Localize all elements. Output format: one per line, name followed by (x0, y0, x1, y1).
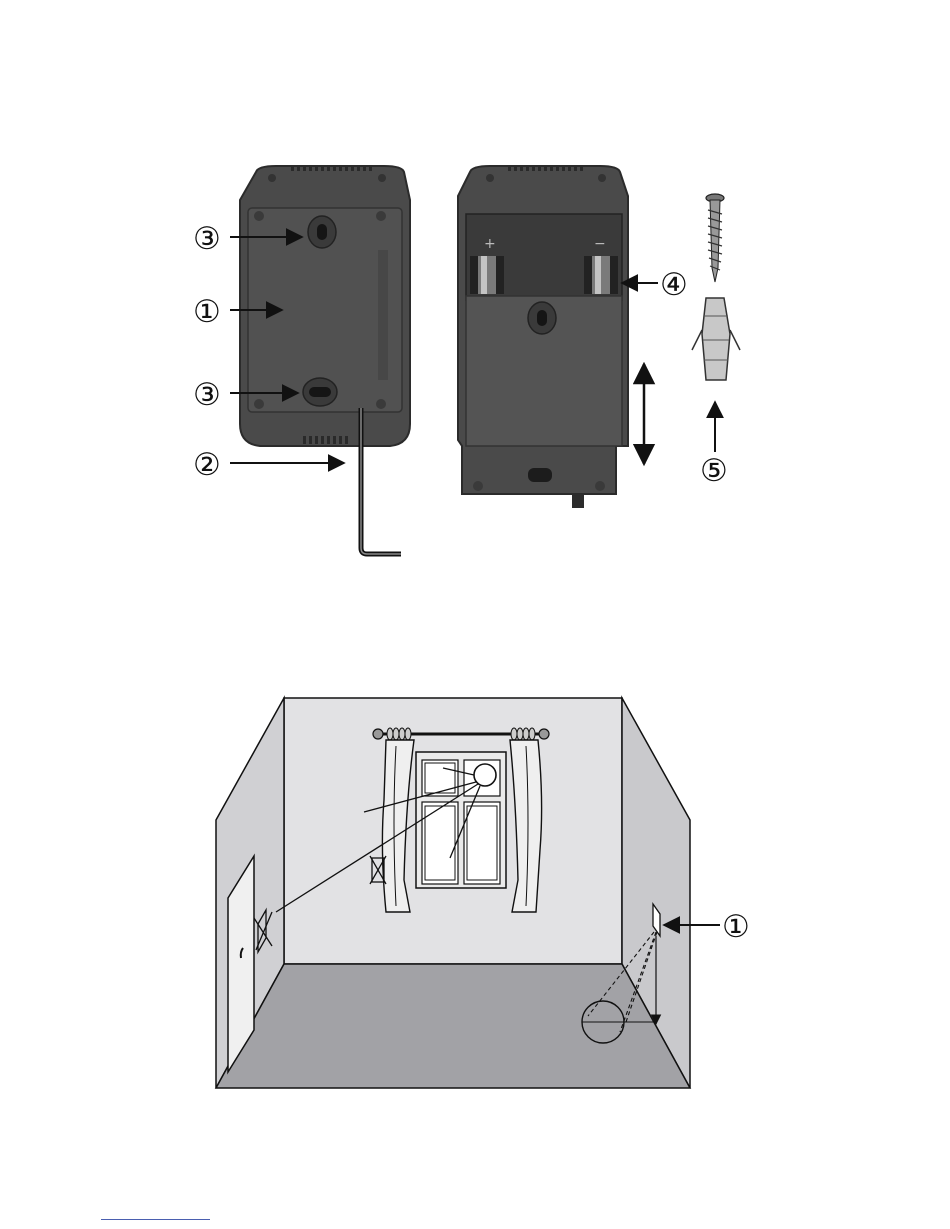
heat-source-circle (474, 764, 496, 786)
footer-rule (101, 1219, 210, 1220)
callout-label-device: ① (722, 909, 750, 945)
